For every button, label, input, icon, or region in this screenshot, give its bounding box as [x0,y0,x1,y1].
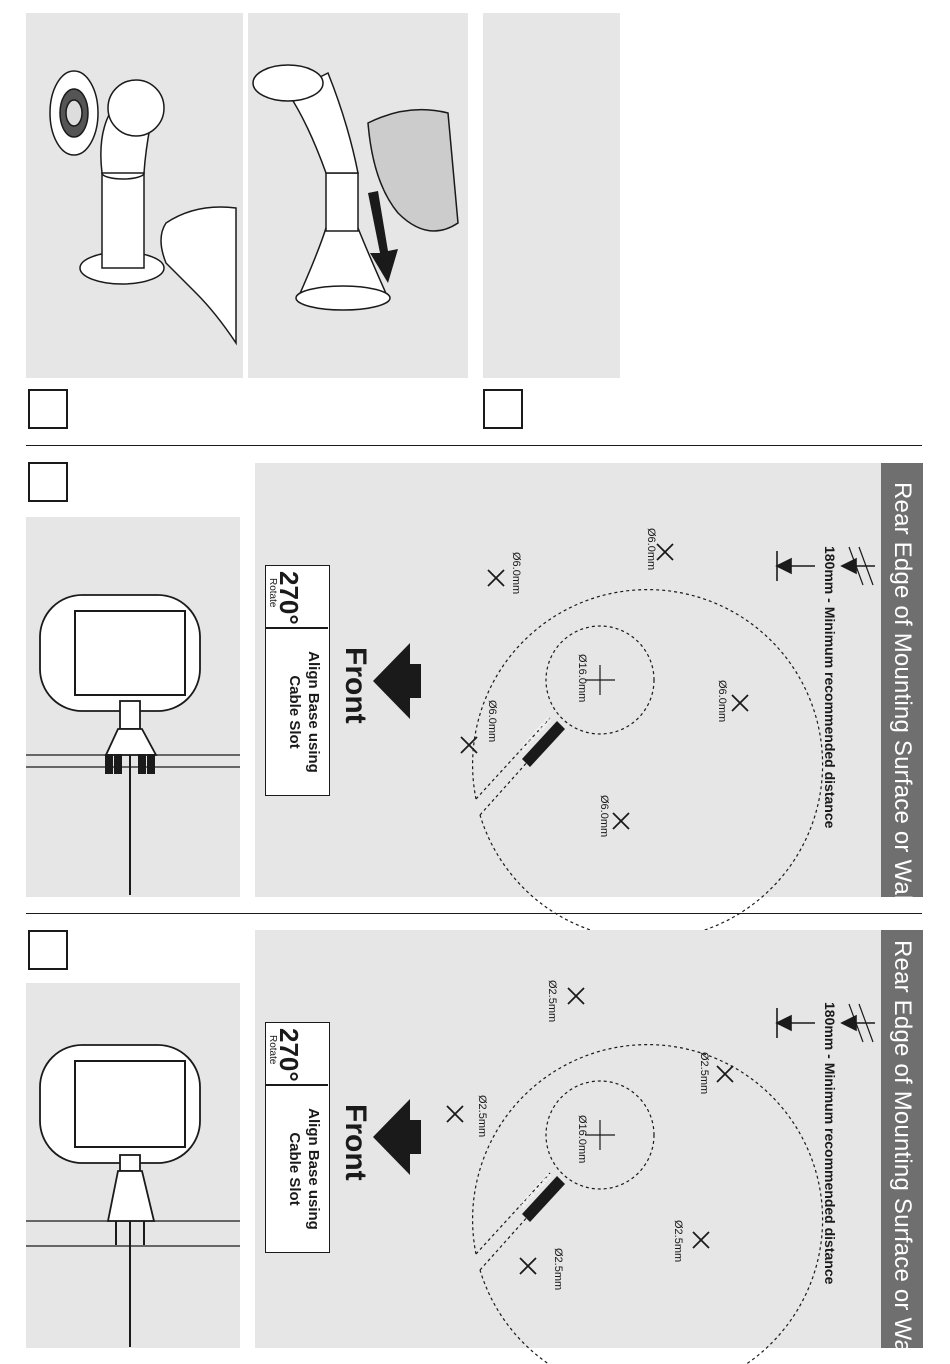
hole-label-a-3: Ø6.0mm [716,680,728,723]
cable-slot-marker-b [522,1176,565,1222]
hole-label-a-2: Ø6.0mm [510,552,522,595]
hole-label-b-4: Ø2.5mm [672,1220,684,1263]
rotate-instruction-box-b [265,1022,330,1253]
side-view-panel-a [26,517,240,897]
kiosk-side-view-with-bolts [26,594,240,895]
distance-marker-b [775,1003,875,1043]
rotate-word-b: Rotate [267,1035,278,1065]
arrow-down-icon [368,191,398,283]
min-distance-label-a: 180mm - Minimum recommended distance [822,546,838,829]
front-arrow-icon-a [373,643,421,719]
hole-label-b-2: Ø2.5mm [698,1052,710,1095]
top-illustration-panel-3 [483,13,620,378]
step-number-box-3 [28,462,68,502]
rear-edge-bar-b [881,930,923,1348]
front-arrow-icon-b [373,1099,421,1175]
rotate-box-divider-b [265,1084,328,1086]
distance-marker-a [775,546,875,586]
hole-label-b-5: Ø2.5mm [552,1248,564,1291]
rotate-box-divider-a [265,627,328,629]
front-label-b: Front [339,1104,372,1181]
center-hole-label-a: Ø16.0mm [576,654,588,703]
hole-markers-a [460,543,749,830]
top-illustration-panel-2 [248,13,468,378]
divider-line-1 [26,445,922,446]
step-number-box-1 [28,389,68,429]
template-graphic-a [373,543,875,941]
hole-label-a-4: Ø6.0mm [486,700,498,743]
rear-edge-bar-a [881,463,923,897]
align-instruction-a: Align Base using Cable Slot [286,651,322,773]
rotate-word-a: Rotate [267,578,278,608]
side-view-panel-b [26,983,240,1348]
step-number-box-2 [483,389,523,429]
min-distance-label-b: 180mm - Minimum recommended distance [822,1002,838,1285]
rotate-instruction-box-a [265,565,330,796]
mesh-sleeve-illustration [252,64,459,311]
front-label-a: Front [339,647,372,724]
align-instruction-b: Align Base using Cable Slot [286,1108,322,1230]
hole-label-a-1: Ø6.0mm [645,528,657,571]
hole-label-b-1: Ø2.5mm [546,980,558,1023]
template-graphic-b [373,987,875,1364]
hole-markers-b [446,987,734,1275]
center-hole-label-b: Ø16.0mm [576,1115,588,1164]
hole-label-a-5: Ø6.0mm [598,795,610,838]
drilling-template-panel-b [255,930,923,1348]
hand-removing-cover-illustration [49,70,237,346]
top-illustration-panel-1 [26,13,243,378]
divider-line-2 [26,913,922,914]
kiosk-side-view-with-screws [26,1044,240,1347]
hole-label-b-3: Ø2.5mm [476,1095,488,1138]
cable-slot-marker-a [522,721,565,767]
step-number-box-4 [28,930,68,970]
